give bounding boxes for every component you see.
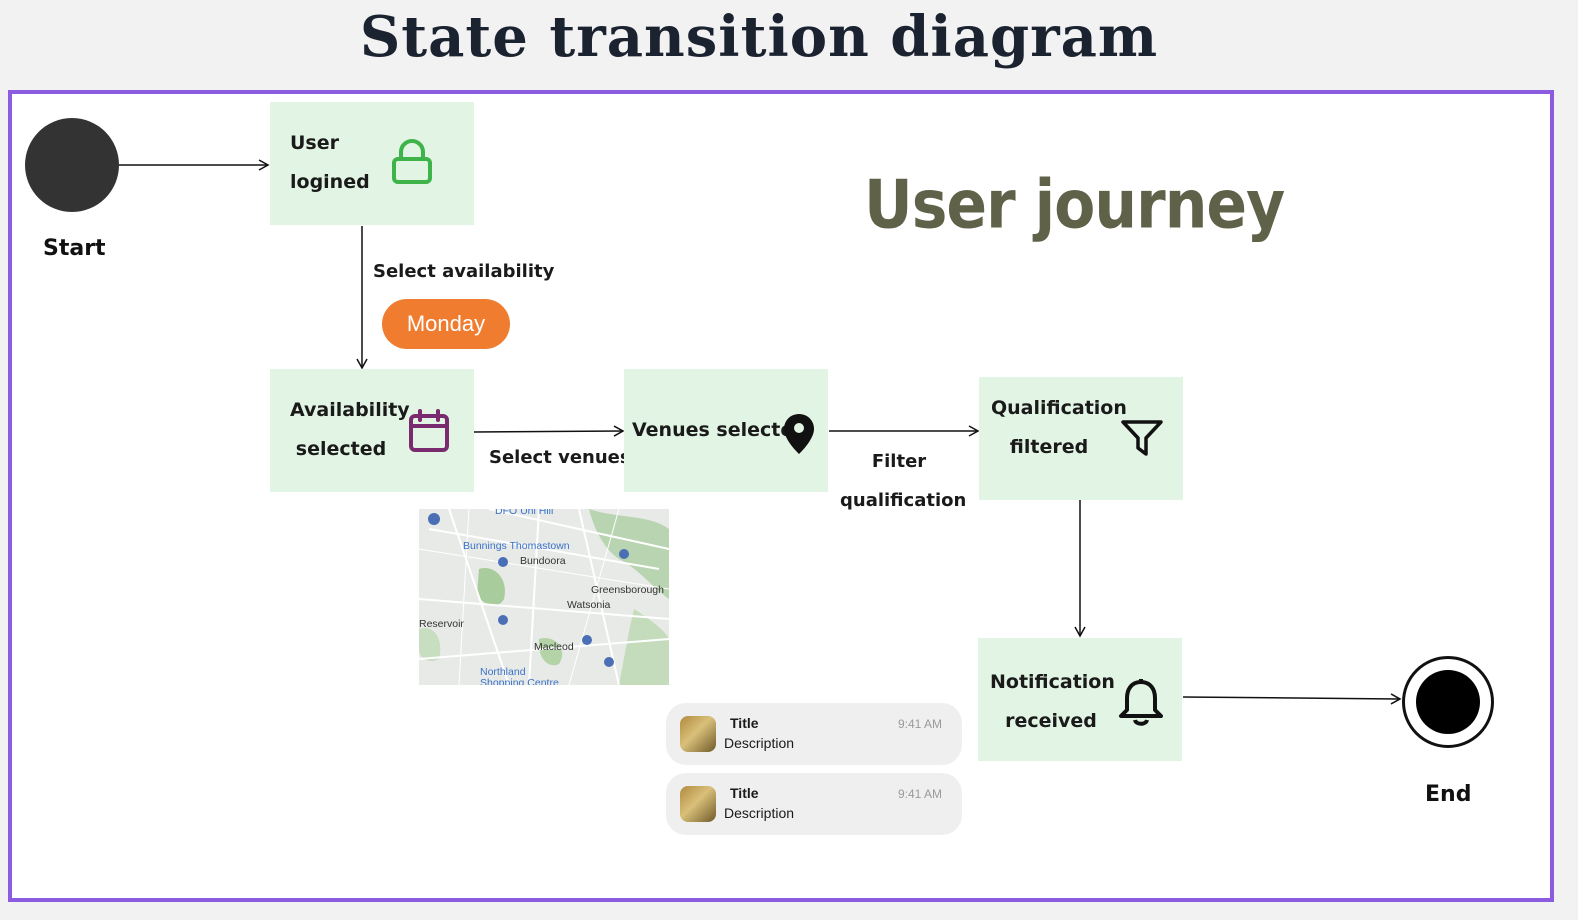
state-qualification-line1: Qualification (991, 397, 1127, 419)
transition-label-filter-line2: qualification (840, 490, 967, 511)
state-notification-line1: Notification (990, 671, 1115, 693)
transition-label-filter-qualification: Filter qualification (840, 442, 967, 520)
state-user-logined-line1: User (290, 132, 339, 154)
notification-description: Description (724, 805, 795, 821)
start-node (25, 118, 119, 212)
state-venues-line1: Venues selected (632, 419, 807, 441)
map-label-reservoir: Reservoir (419, 618, 464, 630)
notification-avatar (680, 716, 716, 752)
location-pin-icon (784, 414, 814, 454)
notification-card[interactable]: Title Description 9:41 AM (666, 773, 962, 835)
notification-title: Title (730, 785, 759, 801)
day-chip-monday[interactable]: Monday (382, 299, 510, 349)
state-venues-selected: Venues selected (624, 369, 828, 492)
state-availability-line1: Availability (290, 399, 410, 421)
notification-time: 9:41 AM (897, 717, 942, 731)
transition-label-select-venues: Select venues (489, 447, 631, 468)
page-title: State transition diagram (359, 4, 1159, 70)
map-label-macleod: Macleod (534, 641, 574, 653)
state-user-logined: User logined (270, 102, 474, 225)
state-qualification-line2: filtered (1009, 436, 1089, 458)
notification-card[interactable]: Title Description 9:41 AM (666, 703, 962, 765)
state-user-logined-line2: logined (290, 171, 370, 193)
state-qualification-filtered: Qualification filtered (979, 377, 1183, 500)
journey-title: User journey (864, 166, 1285, 245)
transition-label-select-availability: Select availability (373, 261, 555, 282)
diagram-canvas: Start User logined Select availability M… (8, 90, 1554, 902)
map-background (419, 509, 669, 685)
end-node-dot (1416, 670, 1480, 734)
end-label: End (1425, 782, 1472, 807)
start-label: Start (43, 236, 106, 261)
map-label-bunnings: Bunnings Thomastown (463, 540, 570, 552)
map-label-dfo: DFO Uni Hill (495, 509, 554, 517)
state-notification-received: Notification received (978, 638, 1182, 761)
map-label-greensborough: Greensborough (591, 584, 664, 596)
state-notification-line2: received (1005, 710, 1097, 732)
transition-label-filter-line1: Filter (871, 451, 927, 472)
calendar-icon (409, 409, 449, 452)
venue-map-thumbnail: DFO Uni Hill Bunnings Thomastown Bundoor… (419, 509, 669, 685)
state-availability-line2: selected (295, 438, 387, 460)
notification-time: 9:41 AM (897, 787, 942, 801)
filter-icon (1121, 420, 1163, 456)
map-label-shopping-centre: Shopping Centre (480, 677, 559, 685)
lock-icon (392, 139, 432, 184)
notification-avatar (680, 786, 716, 822)
transition-arrows (119, 159, 1402, 705)
map-label-watsonia: Watsonia (567, 599, 611, 611)
map-label-bundoora: Bundoora (520, 555, 566, 567)
state-availability-selected: Availability selected (270, 369, 474, 492)
notification-description: Description (724, 735, 795, 751)
notification-title: Title (730, 715, 759, 731)
map-label-northland: Northland (480, 666, 526, 678)
bell-icon (1119, 679, 1163, 726)
end-node (1402, 656, 1494, 748)
arrow-notification-to-end (1182, 693, 1402, 705)
arrow-availability-to-venues (473, 425, 625, 437)
